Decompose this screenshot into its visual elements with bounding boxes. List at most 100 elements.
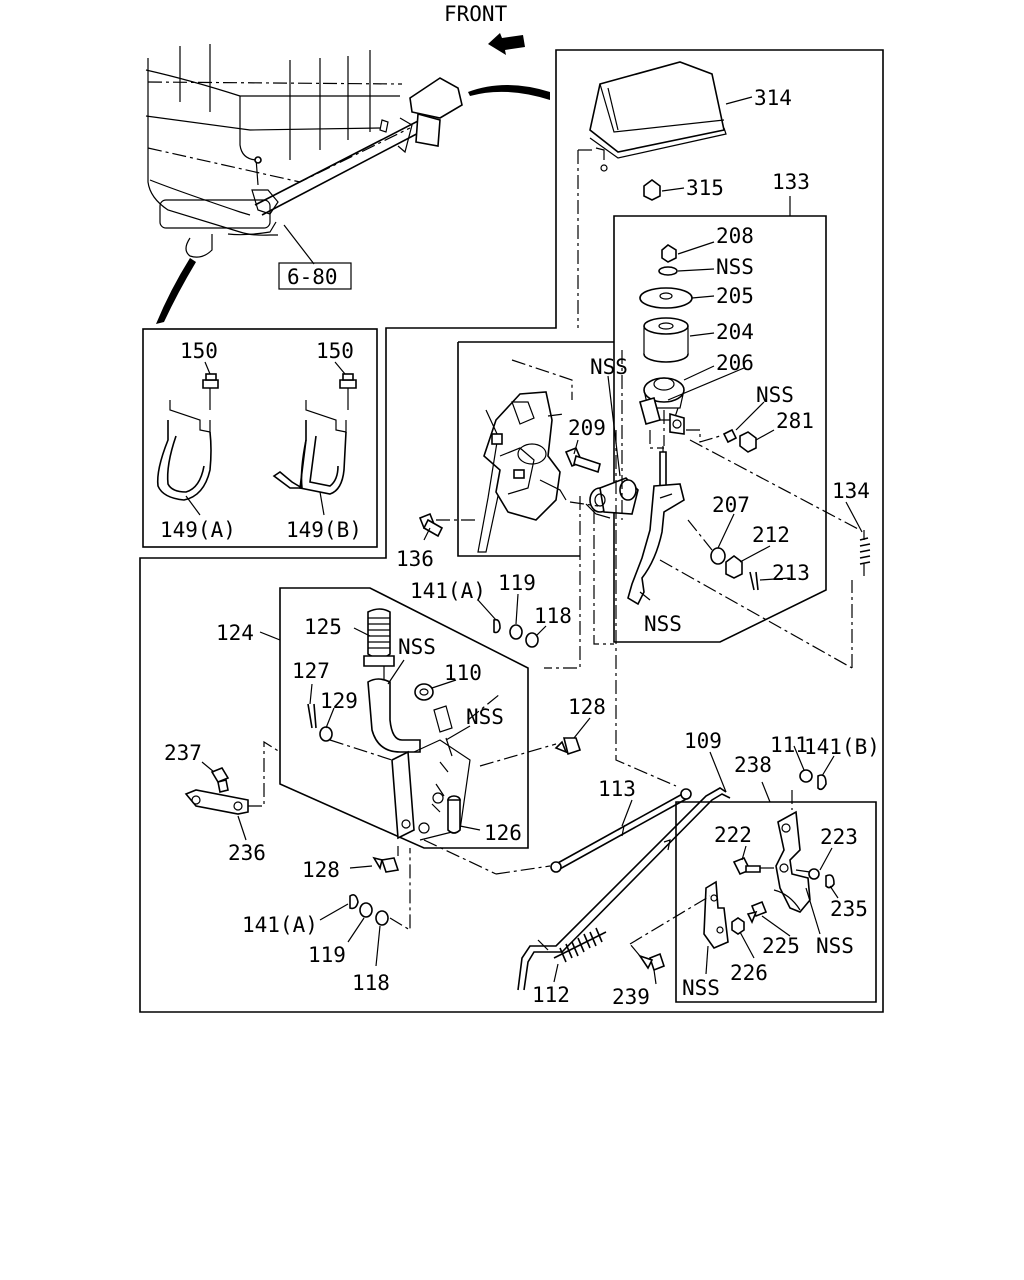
callout-133: 133 [772,170,810,194]
pivot-assembly [585,477,639,519]
washer-nss [658,266,678,276]
lever-nss [367,678,421,753]
callout-nss-lever: NSS [466,705,504,729]
bolt-128-bot [372,856,400,873]
bolt-239 [638,952,665,972]
bracket-nss-bottom [703,880,729,949]
callout-109: 109 [684,729,722,753]
callout-225: 225 [762,934,800,958]
washer-119-bot [359,902,373,918]
washer-nss-281 [722,428,738,444]
subassembly-133-frame [613,215,827,643]
washer-207 [710,547,726,565]
callout-281: 281 [776,409,814,433]
lever-124-frame [279,587,529,849]
callout-226: 226 [730,961,768,985]
callout-208: 208 [716,224,754,248]
callout-238: 238 [734,753,772,777]
callout-150-b: 150 [316,339,354,363]
callout-124: 124 [216,621,254,645]
callout-111: 111 [770,733,808,757]
callout-314: 314 [754,86,792,110]
callout-204: 204 [716,320,754,344]
callout-110: 110 [444,661,482,685]
rod-109 [517,787,731,991]
nut-212 [725,555,743,579]
callout-209: 209 [568,416,606,440]
callout-128-top: 128 [568,695,606,719]
callout-141a-bot: 141(A) [242,913,318,937]
callout-207: 207 [712,493,750,517]
washer-118-bot [375,910,389,926]
callout-315: 315 [686,176,724,200]
callout-134: 134 [832,479,870,503]
linkage-238-frame [675,801,877,1003]
callout-nss-right: NSS [756,383,794,407]
callout-223: 223 [820,825,858,849]
bolt-225 [746,900,768,924]
callout-127: 127 [292,659,330,683]
callout-nss-grip: NSS [398,635,436,659]
reference-box [278,262,352,290]
bracket-inset-frame [142,328,378,548]
clip-141a-top [493,618,501,634]
clip-141b [817,774,827,791]
cab-to-bracket-arrow-icon [156,258,196,324]
callout-nss-washer: NSS [716,255,754,279]
bolt-237 [210,767,230,793]
reference-label: 6-80 [287,265,338,289]
callout-206: 206 [716,351,754,375]
nut-208 [661,244,677,263]
bracket-236 [184,789,249,815]
callout-119-bot: 119 [308,943,346,967]
callout-236: 236 [228,841,266,865]
washer-129 [319,726,333,742]
callout-119-top: 119 [498,571,536,595]
washer-111 [799,769,813,783]
bushing-110 [414,683,434,701]
callout-237: 237 [164,741,202,765]
cab-illustration [145,44,463,258]
front-arrow-icon [488,33,525,55]
cab-to-detail-arrow-icon [468,85,550,100]
callout-nss-bottom: NSS [682,976,720,1000]
callout-149b: 149(B) [286,518,362,542]
callout-141a-top: 141(A) [410,579,486,603]
gate-plate [391,705,471,841]
bracket-nss-right [639,397,685,435]
bolt-209 [564,446,601,474]
rod-113 [550,788,692,873]
callout-212: 212 [752,523,790,547]
nut-281 [739,431,757,453]
callout-235: 235 [830,897,868,921]
spring-112 [537,927,607,963]
callout-149a: 149(A) [160,518,236,542]
callout-136: 136 [396,547,434,571]
cover-314 [589,61,727,172]
nut-226 [731,917,745,935]
washer-119-top [509,624,523,640]
pedal-housing [477,391,567,553]
callout-205: 205 [716,284,754,308]
bolt-222 [732,856,761,876]
bracket-149a [156,373,219,501]
callout-118-bot: 118 [352,971,390,995]
pin-213 [749,571,759,591]
callout-112: 112 [532,983,570,1007]
washer-223 [808,868,820,880]
upper-assembly-frame [139,49,884,1013]
callout-113: 113 [598,777,636,801]
bellcrank [773,810,811,913]
nut-315 [643,179,661,201]
callout-150-a: 150 [180,339,218,363]
callout-129: 129 [320,689,358,713]
callout-nss-pedal: NSS [644,612,682,636]
pedal-lever [627,446,685,606]
washer-205 [639,287,693,309]
bolt-136 [418,512,444,538]
callout-141b: 141(B) [804,735,880,759]
clip-141a-bot [349,894,359,910]
front-label: FRONT [444,2,508,26]
bolt-128-top [554,737,582,756]
pin-126 [447,795,461,834]
